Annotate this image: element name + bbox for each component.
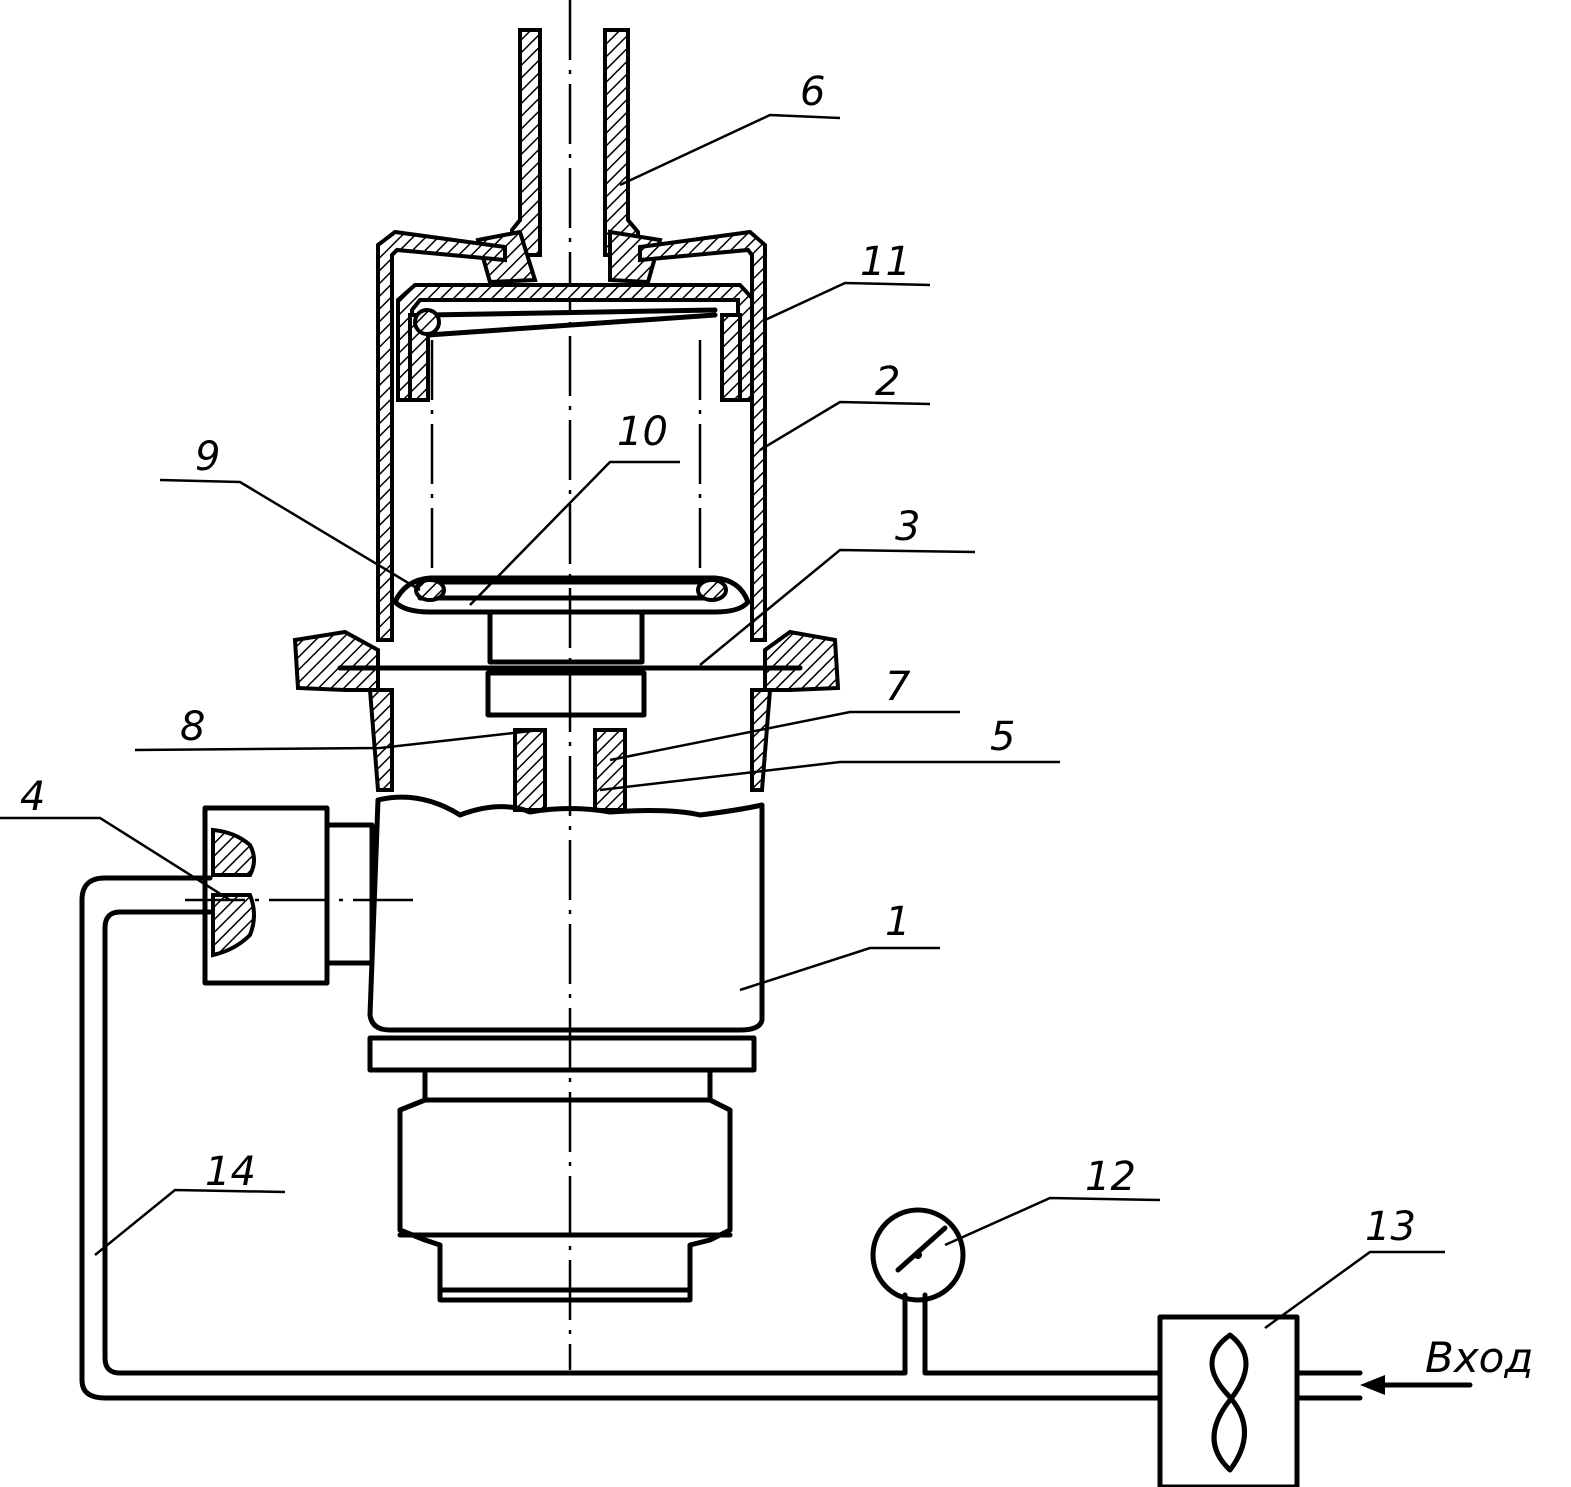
label-1: 1 [885,899,910,945]
side-box [185,808,420,983]
label-12: 12 [1085,1154,1136,1200]
label-2: 2 [875,359,900,405]
label-11: 11 [860,239,911,285]
label-8: 8 [180,704,205,750]
pressure-gauge [873,1210,963,1300]
label-5: 5 [990,714,1015,760]
valve-disc [395,578,748,662]
label-7: 7 [885,664,911,710]
label-inlet: Вход [1425,1333,1533,1382]
label-3: 3 [895,504,920,550]
label-6: 6 [800,69,825,115]
pump-box [1160,1317,1470,1487]
pipe-loop [82,878,1160,1398]
label-9: 9 [195,434,220,480]
label-4: 4 [20,774,45,820]
label-13: 13 [1365,1204,1416,1250]
label-10: 10 [617,409,668,455]
label-14: 14 [205,1149,256,1195]
